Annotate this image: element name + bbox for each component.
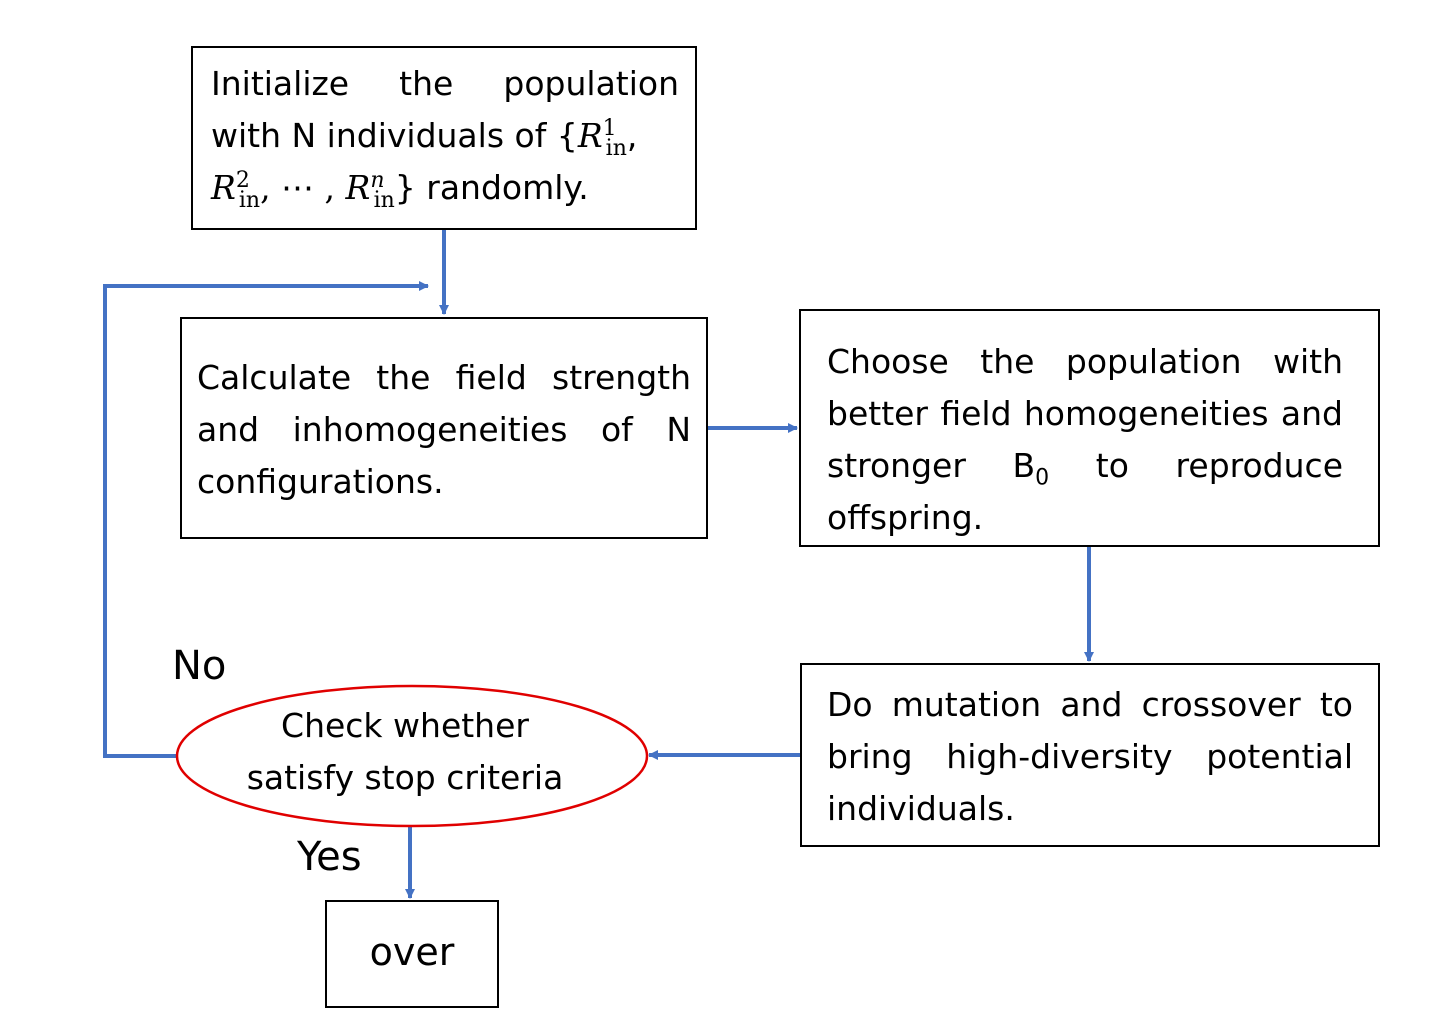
mutation-box: Do mutation and crossover to bring high-… [800, 663, 1380, 847]
choose-text-after: to reproduce offspring. [827, 446, 1343, 537]
math-ellipsis: , ⋯ , [260, 168, 346, 207]
arrow-no-loop [103, 281, 429, 758]
b0-subscript: 0 [1035, 465, 1050, 491]
choose-text: Choose the population with better field … [827, 336, 1343, 544]
over-text: over [369, 930, 455, 974]
check-line-2: satisfy stop criteria [246, 758, 564, 797]
calculate-text: Calculate the field strength and inhomog… [197, 358, 691, 501]
math-r-in-n: Rnin [345, 168, 395, 213]
math-r-in-1: R1in [577, 116, 627, 161]
init-line-2: with N individuals of {R1in, [211, 110, 679, 162]
init-line-1: Initialize the population [211, 64, 679, 103]
init-text: Initialize the population with N individ… [211, 58, 679, 214]
yes-label: Yes [297, 834, 362, 880]
check-line-1: Check whether [281, 706, 529, 745]
init-box: Initialize the population with N individ… [191, 46, 697, 230]
no-label: No [172, 643, 227, 689]
check-text: Check whether satisfy stop criteria [190, 700, 620, 804]
mutation-text: Do mutation and crossover to bring high-… [827, 685, 1353, 828]
calculate-box: Calculate the field strength and inhomog… [180, 317, 708, 539]
choose-text-before: Choose the population with better field … [827, 342, 1343, 485]
decision-ellipse [175, 684, 649, 828]
choose-box: Choose the population with better field … [799, 309, 1380, 547]
init-line-2-prefix: with N individuals of { [211, 116, 578, 155]
math-r-in-2: R2in [211, 168, 261, 213]
math-comma-1: , [626, 116, 638, 155]
init-line-3-suffix: } randomly. [394, 168, 589, 207]
over-box: over [325, 900, 499, 1008]
init-line-3: R2in, ⋯ , Rnin} randomly. [211, 162, 679, 214]
